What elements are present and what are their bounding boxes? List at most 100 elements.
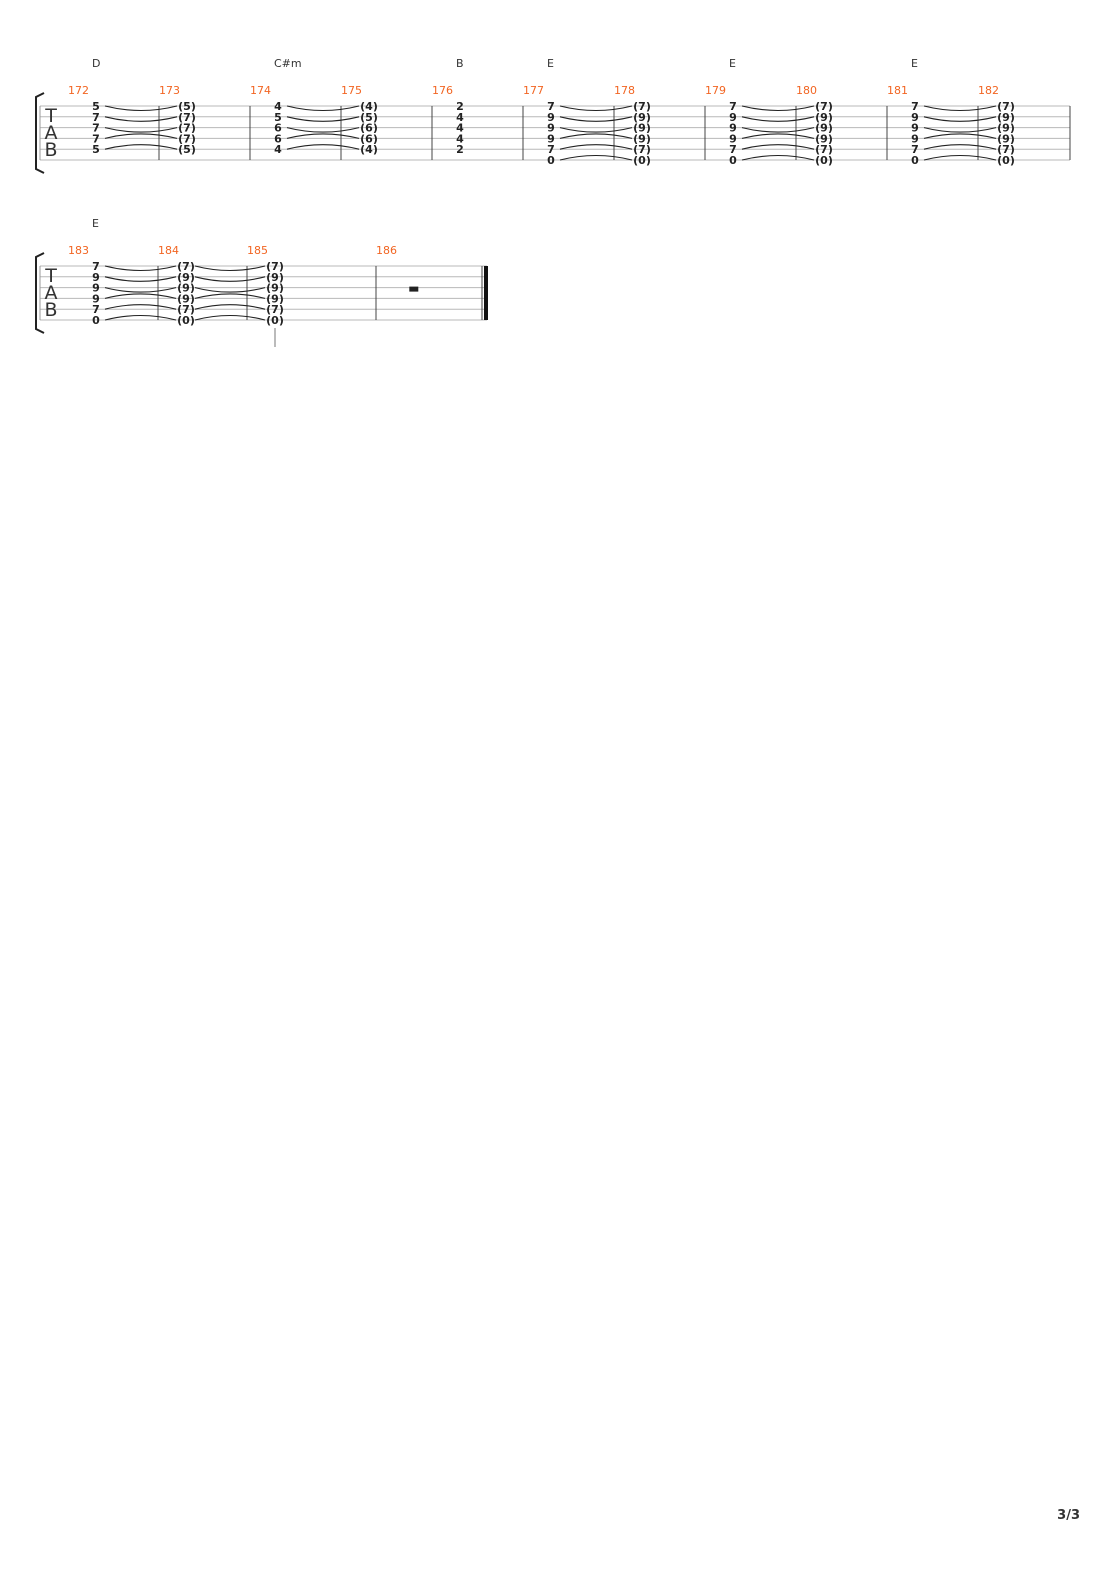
tie-arc: [559, 155, 633, 161]
tie-arc: [923, 105, 997, 111]
fret-number: 7: [547, 100, 555, 113]
tab-clef-letter: A: [45, 122, 58, 144]
fret-number: (7): [178, 132, 196, 145]
fret-number: (7): [815, 143, 833, 156]
tie-arc: [923, 133, 997, 139]
fret-number: 7: [92, 303, 100, 316]
fret-number: (0): [266, 314, 284, 327]
chord-name: C#m: [274, 57, 302, 70]
fret-number: 7: [92, 122, 100, 135]
system-bracket: [35, 92, 45, 174]
tab-clef-letter: T: [44, 265, 57, 287]
tie-arc: [923, 144, 997, 150]
fret-number: (5): [360, 111, 378, 124]
fret-number: (9): [815, 132, 833, 145]
fret-number: (9): [633, 111, 651, 124]
fret-number: 9: [729, 132, 737, 145]
tie-arc: [104, 265, 177, 271]
measure-number: 186: [376, 244, 397, 257]
tie-arc: [559, 116, 633, 122]
fret-number: 9: [92, 271, 100, 284]
tie-arc: [104, 315, 177, 321]
measure-number: 179: [705, 84, 726, 97]
tie-arc: [286, 127, 360, 133]
measure-number: 175: [341, 84, 362, 97]
tie-arc: [923, 155, 997, 161]
tab-clef-letter: B: [44, 139, 57, 161]
tie-arc: [286, 116, 360, 122]
chord-name: E: [729, 57, 736, 70]
fret-number: 7: [911, 143, 919, 156]
fret-number: 4: [274, 100, 282, 113]
fret-number: (4): [360, 143, 378, 156]
measure-number: 183: [68, 244, 89, 257]
fret-number: (6): [360, 122, 378, 135]
fret-number: 7: [547, 143, 555, 156]
fret-number: 7: [729, 143, 737, 156]
fret-number: (7): [997, 100, 1015, 113]
fret-number: 5: [92, 100, 100, 113]
chord-name: D: [92, 57, 100, 70]
fret-number: (7): [178, 111, 196, 124]
tie-arc: [104, 304, 177, 310]
tie-arc: [104, 144, 178, 150]
tie-arc: [104, 287, 177, 293]
chord-name: E: [92, 217, 99, 230]
tie-arc: [194, 276, 266, 282]
tie-arc: [559, 127, 633, 133]
tie-arc: [194, 315, 266, 321]
measure-number: 184: [158, 244, 179, 257]
fret-number: 0: [911, 154, 919, 167]
fret-number: 5: [92, 143, 100, 156]
tab-clef-letter: A: [45, 282, 58, 304]
tab-clef-letter: B: [44, 299, 57, 321]
fret-number: (4): [360, 100, 378, 113]
chord-name: E: [911, 57, 918, 70]
measure-number: 180: [796, 84, 817, 97]
fret-number: 7: [92, 260, 100, 273]
tie-arc: [194, 287, 266, 293]
chord-name: E: [547, 57, 554, 70]
system-bracket: [35, 252, 45, 334]
fret-number: 7: [729, 100, 737, 113]
tie-arc: [104, 293, 177, 299]
tie-arc: [559, 133, 633, 139]
page-number: 3/3: [1057, 1508, 1080, 1523]
fret-number: 9: [911, 122, 919, 135]
fret-number: (7): [633, 100, 651, 113]
tie-arc: [741, 116, 815, 122]
fret-number: (9): [997, 111, 1015, 124]
measure-number: 173: [159, 84, 180, 97]
fret-number: (9): [266, 282, 284, 295]
fret-number: (9): [633, 132, 651, 145]
fret-number: (9): [177, 282, 195, 295]
fret-number: 6: [274, 122, 282, 135]
fret-number: (7): [177, 260, 195, 273]
fret-number: 5: [274, 111, 282, 124]
fret-number: (9): [997, 132, 1015, 145]
fret-number: (0): [815, 154, 833, 167]
fret-number: (9): [633, 122, 651, 135]
measure-number: 177: [523, 84, 544, 97]
tie-arc: [104, 127, 178, 133]
fret-number: 9: [911, 111, 919, 124]
fret-number: 0: [729, 154, 737, 167]
measure-number: 182: [978, 84, 999, 97]
measure-number: 185: [247, 244, 268, 257]
tie-arc: [104, 276, 177, 282]
fret-number: (7): [266, 303, 284, 316]
tie-arc: [923, 127, 997, 133]
fret-number: (7): [815, 100, 833, 113]
tie-arc: [741, 133, 815, 139]
tie-arc: [559, 105, 633, 111]
fret-number: (7): [266, 260, 284, 273]
whole-rest: [409, 286, 419, 292]
fret-number: (5): [178, 143, 196, 156]
fret-number: 2: [456, 100, 464, 113]
tie-arc: [194, 304, 266, 310]
chord-name: B: [456, 57, 464, 70]
fret-number: 9: [729, 122, 737, 135]
fret-number: (7): [178, 122, 196, 135]
fret-number: (6): [360, 132, 378, 145]
